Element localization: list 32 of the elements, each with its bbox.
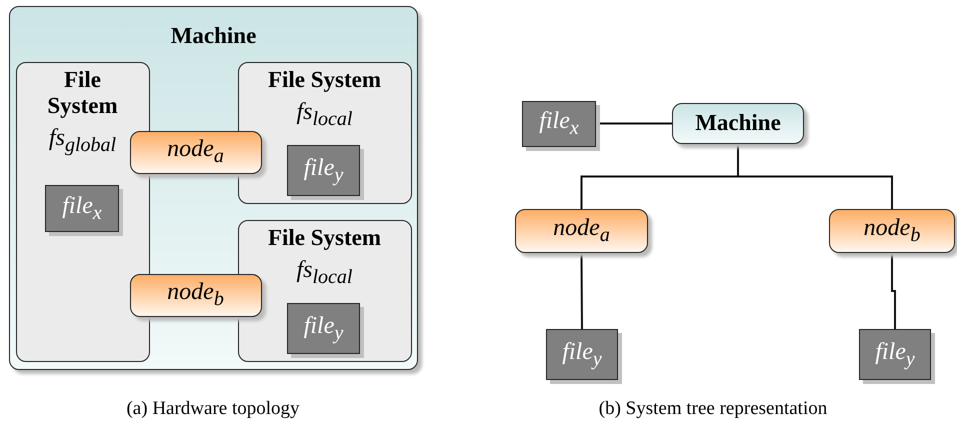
math-label: file$_{x}$ — [539, 108, 579, 140]
heading: File System — [46, 66, 119, 120]
file-system-box — [238, 62, 412, 204]
connector-line — [891, 253, 896, 329]
heading: File System — [266, 66, 382, 93]
heading: Machine — [695, 110, 781, 137]
node-box — [515, 209, 648, 253]
subfigure-caption: (a) Hardware topology — [126, 398, 300, 420]
math-label: node$_{b}$ — [864, 215, 920, 247]
node-box — [829, 209, 955, 253]
node-box — [130, 274, 262, 316]
heading: File System — [266, 224, 382, 251]
subfigure-caption: (b) System tree representation — [598, 398, 828, 420]
math-label: fs$_{local}$ — [295, 256, 354, 289]
math-label: fs$_{local}$ — [295, 98, 354, 131]
machine-box — [672, 103, 804, 144]
math-label: file$_{y}$ — [304, 312, 344, 344]
connector-line — [580, 253, 583, 329]
math-label: node$_{a}$ — [167, 136, 224, 168]
math-label: node$_{b}$ — [167, 279, 224, 311]
math-label: file$_{x}$ — [62, 192, 102, 224]
math-label: file$_{y}$ — [875, 338, 915, 370]
math-label: node$_{a}$ — [553, 215, 610, 247]
machine-box — [9, 6, 418, 370]
node-box — [130, 130, 262, 174]
math-label: file$_{y}$ — [562, 338, 602, 370]
file-system-box — [16, 62, 150, 362]
connector-line — [737, 144, 893, 209]
math-label: fs$_{global}$ — [48, 125, 118, 158]
file-system-box — [238, 220, 412, 362]
math-label: file$_{y}$ — [304, 154, 344, 186]
heading: Machine — [170, 23, 258, 50]
